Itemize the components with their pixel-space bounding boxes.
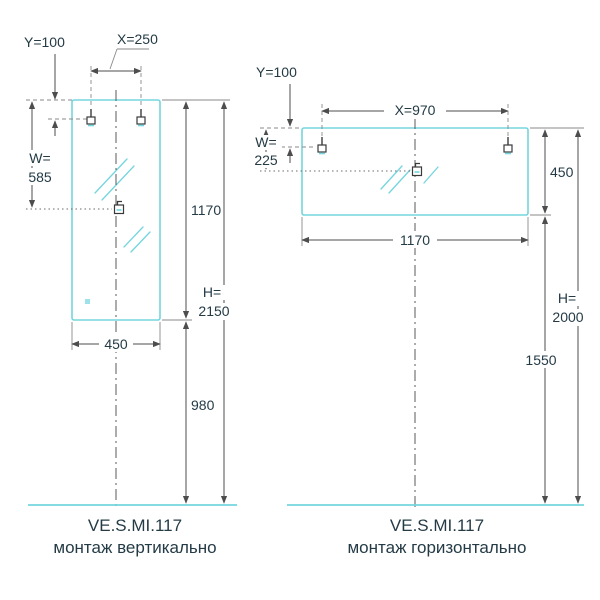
dim-label-h: H= — [203, 284, 221, 300]
dim-value-h: 2150 — [198, 303, 229, 319]
glass-clip-mark — [85, 299, 90, 304]
left-dimension-lines — [28, 54, 228, 504]
dim-mirror-width: 450 — [104, 336, 128, 352]
right-drawing: Y=100 X=970 W= 225 450 1170 H= 2000 1550… — [249, 64, 588, 557]
dim-value-h: 2000 — [552, 309, 583, 325]
dim-label-x: X=250 — [117, 31, 158, 47]
dim-mirror-width: 1170 — [400, 232, 430, 248]
dim-label-y: Y=100 — [256, 64, 297, 80]
model-caption: VE.S.MI.117 — [88, 516, 182, 535]
dim-label-y: Y=100 — [24, 34, 65, 50]
dim-label-x: X=970 — [395, 102, 436, 118]
mirror-reflection-marks — [94, 158, 151, 253]
dim-bottom-gap: 980 — [191, 397, 215, 413]
mirror-reflection-marks — [380, 165, 439, 194]
dim-mirror-height: 1170 — [191, 202, 221, 218]
mode-caption: монтаж вертикально — [53, 538, 216, 557]
mode-caption: монтаж горизонтально — [347, 538, 526, 557]
dim-label-w: W= — [255, 134, 276, 150]
dim-bottom-gap: 1550 — [525, 352, 556, 368]
left-dimension-labels: Y=100 X=250 W= 585 1170 H= 2150 450 980 — [22, 31, 234, 413]
dim-mirror-height: 450 — [550, 164, 574, 180]
right-extension-lines — [260, 104, 584, 246]
dim-label-h: H= — [558, 290, 576, 306]
dim-value-w: 585 — [28, 169, 52, 185]
model-caption: VE.S.MI.117 — [390, 516, 484, 535]
right-dimension-labels: Y=100 X=970 W= 225 450 1170 H= 2000 1550 — [249, 64, 588, 368]
dim-value-w: 225 — [254, 152, 278, 168]
dim-label-w: W= — [29, 150, 50, 166]
left-drawing: Y=100 X=250 W= 585 1170 H= 2150 450 980 … — [22, 31, 237, 557]
